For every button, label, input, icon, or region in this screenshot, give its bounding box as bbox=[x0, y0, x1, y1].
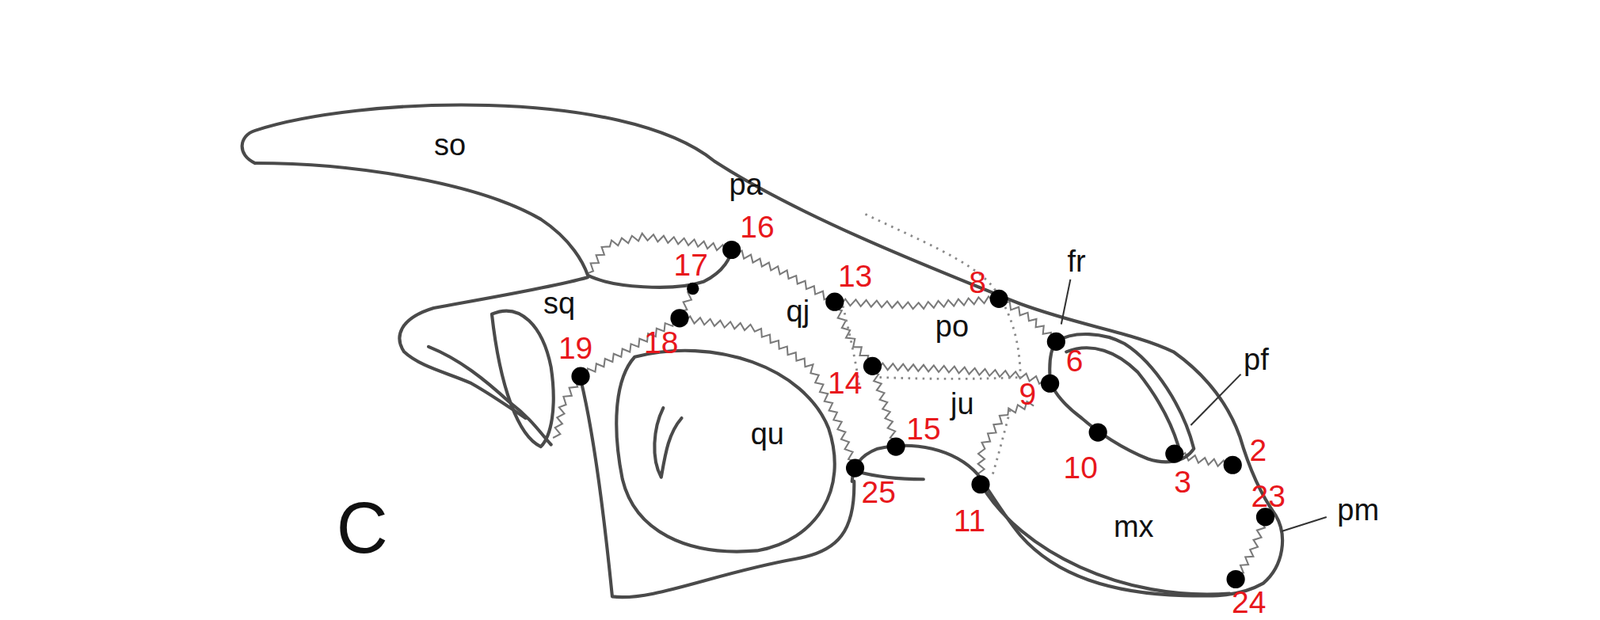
callout-number: 13 bbox=[838, 259, 873, 291]
suture bbox=[834, 295, 999, 309]
callout-number: 9 bbox=[1018, 378, 1037, 410]
bone-label: mx bbox=[1113, 511, 1155, 542]
suture bbox=[579, 318, 680, 378]
suture bbox=[977, 401, 1034, 485]
bone-label: qj bbox=[786, 296, 811, 327]
callout-number: 16 bbox=[739, 211, 774, 243]
callout-number: 25 bbox=[860, 476, 896, 507]
panel-letter: C bbox=[336, 492, 389, 564]
bone-label: fr bbox=[1066, 246, 1086, 277]
callout-number: 11 bbox=[953, 505, 987, 537]
callout-number: 15 bbox=[906, 413, 941, 445]
bone-label: pf bbox=[1243, 344, 1269, 375]
leader-lines bbox=[1061, 279, 1327, 532]
bone-label: qu bbox=[750, 419, 785, 450]
callout-number: 17 bbox=[673, 248, 708, 280]
suture-lines bbox=[552, 233, 1265, 582]
callout-number: 10 bbox=[1063, 452, 1098, 484]
callout-number: 24 bbox=[1231, 586, 1266, 618]
bone-label: pm bbox=[1337, 495, 1380, 526]
suture bbox=[587, 233, 732, 274]
landmark-dots bbox=[571, 240, 1275, 589]
callout-number: 14 bbox=[827, 367, 862, 399]
callout-number: 23 bbox=[1251, 480, 1286, 512]
callout-number: 6 bbox=[1066, 344, 1084, 376]
dotted-boundaries bbox=[842, 213, 1021, 477]
callout-number: 3 bbox=[1173, 466, 1192, 498]
bone-outlines bbox=[242, 105, 1283, 599]
callout-number: 2 bbox=[1249, 434, 1268, 466]
callout-number: 8 bbox=[968, 266, 987, 298]
callout-number: 19 bbox=[558, 332, 593, 364]
bone-label: sq bbox=[543, 288, 576, 319]
bone-label: so bbox=[434, 129, 466, 160]
callout-number: 18 bbox=[643, 326, 679, 358]
suture bbox=[731, 250, 834, 305]
bone-label: po bbox=[935, 311, 969, 342]
bone-label: ju bbox=[950, 388, 975, 420]
bone-label: pa bbox=[729, 169, 763, 200]
suture bbox=[552, 376, 581, 439]
suture bbox=[998, 298, 1059, 341]
